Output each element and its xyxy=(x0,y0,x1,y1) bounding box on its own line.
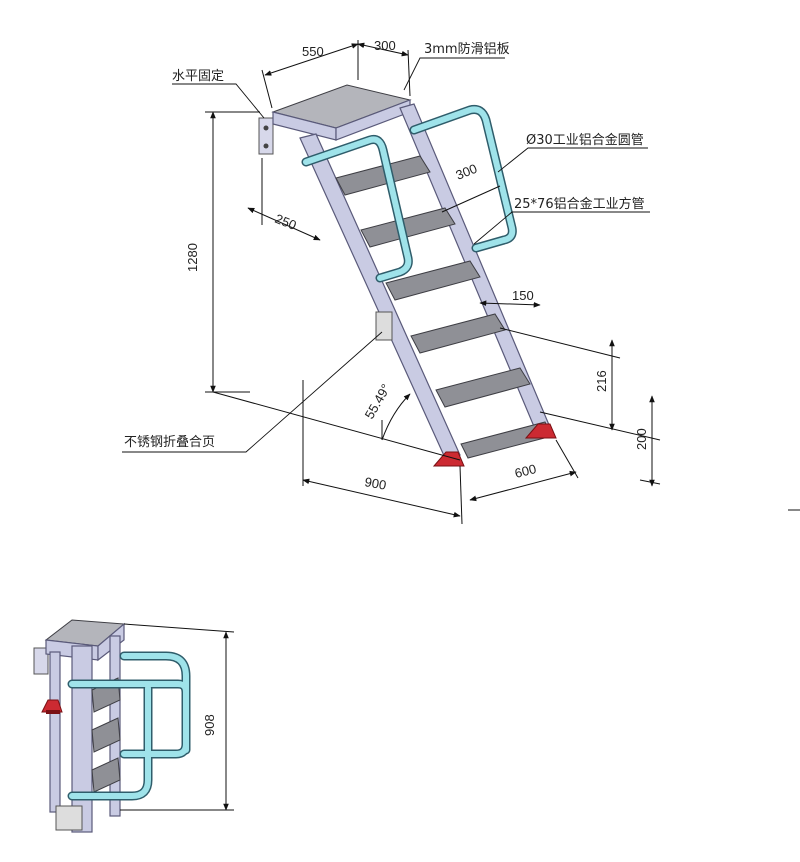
dim-300-step: 300 xyxy=(454,161,480,183)
label-horizontal-fix: 水平固定 xyxy=(172,69,224,84)
dimension-lines xyxy=(205,40,800,525)
folded-dimension xyxy=(120,623,235,811)
dim-300-top: 300 xyxy=(374,38,396,53)
treads xyxy=(335,155,553,459)
folded-stringer xyxy=(71,645,93,833)
label-hinge: 不锈钢折叠合页 xyxy=(124,435,215,450)
dim-900: 900 xyxy=(363,474,387,493)
tread xyxy=(410,313,506,354)
dim-216: 216 xyxy=(594,370,609,392)
tread xyxy=(360,207,456,248)
left-stringer xyxy=(299,133,461,461)
left-handrail xyxy=(301,135,413,283)
tread xyxy=(385,260,481,301)
hinge-plate xyxy=(375,311,393,341)
dim-150: 150 xyxy=(512,288,534,303)
right-handrail xyxy=(409,105,517,253)
dim-550: 550 xyxy=(302,44,324,59)
label-square-tube: 25*76铝合金工业方管 xyxy=(514,196,645,212)
angle-label: 55.49° xyxy=(362,381,394,421)
dim-908: 908 xyxy=(202,714,217,736)
tread xyxy=(435,367,531,408)
leader-lines xyxy=(122,57,650,453)
dim-600: 600 xyxy=(513,461,538,481)
dim-1280: 1280 xyxy=(185,243,200,272)
left-foot xyxy=(432,451,465,467)
dim-250: 250 xyxy=(273,211,299,233)
folded-ladder xyxy=(33,619,191,833)
tread xyxy=(335,155,431,196)
dim-200: 200 xyxy=(634,428,649,450)
label-round-tube: Ø30工业铝合金圆管 xyxy=(526,132,644,148)
wall-bracket xyxy=(258,117,274,155)
label-plate: 3mm防滑铝板 xyxy=(424,41,510,57)
main-ladder xyxy=(258,84,557,467)
right-foot xyxy=(524,423,557,439)
